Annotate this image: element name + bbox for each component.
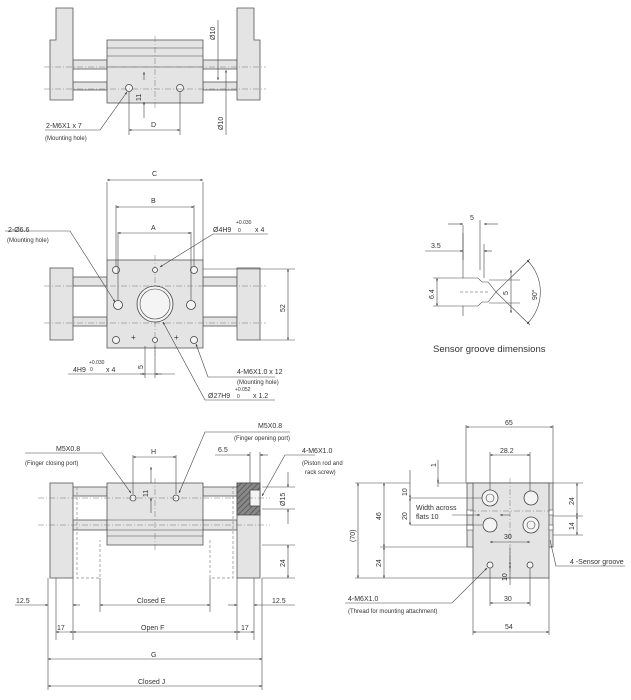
piston-screw <box>522 516 540 534</box>
dim-d15: Ø15 <box>280 493 287 506</box>
side-view: 65 28.2 1 10 20 Width across flats 10 46… <box>345 420 625 635</box>
dim-17-left: 17 <box>57 625 65 632</box>
dim-B: B <box>151 198 156 205</box>
dim-24-front: 24 <box>280 559 287 567</box>
dim-54: 54 <box>505 624 513 631</box>
bore-tol-low: 0 <box>237 394 240 400</box>
dim-1: 1 <box>431 463 438 467</box>
svg-text:+: + <box>131 333 136 342</box>
dim-28.2: 28.2 <box>500 448 514 455</box>
rod-hole <box>523 490 539 506</box>
extension-lines <box>47 578 263 690</box>
dim-C: C <box>152 171 157 178</box>
flats-label-1: Width across <box>416 505 457 512</box>
mounting-thread <box>486 561 494 569</box>
dim-10: 10 <box>402 488 409 496</box>
pin-bot-label: 4H9 <box>73 367 86 374</box>
screw-label: 4-M6X1.0 <box>302 448 332 455</box>
front-view: M5X0.8 (Finger closing port) M5X0.8 (Fin… <box>15 423 343 690</box>
dim-10-lower: 10 <box>502 573 509 581</box>
sensor-groove-label: 4 -Sensor groove <box>570 559 624 566</box>
pin-top-qty: x 4 <box>255 227 264 234</box>
left-finger <box>49 7 74 101</box>
bore-tol-up: +0.052 <box>235 387 251 393</box>
dim-D: D <box>151 122 156 129</box>
pin-bot-qty: x 4 <box>106 367 115 374</box>
dim-11-front: 11 <box>143 490 150 497</box>
groove-angle: 90° <box>531 289 539 300</box>
port-close-note: (Finger closing port) <box>25 461 78 467</box>
guide-rod <box>202 59 238 70</box>
mounting-hole <box>176 84 184 92</box>
port-close-label: M5X0.8 <box>56 446 80 453</box>
svg-text:+: + <box>174 333 179 342</box>
dim-12.5-left: 12.5 <box>16 598 30 605</box>
plan-view: ++ C B A 2-Ø6.6 (Mounting hole) Ø4H9 +0.… <box>5 171 295 401</box>
left-finger <box>49 482 74 579</box>
dim-46: 46 <box>376 512 383 520</box>
groove-dim-5-top: 5 <box>470 215 474 222</box>
groove-dim-3.5: 3.5 <box>431 243 441 250</box>
dim-14: 14 <box>569 522 576 530</box>
dim-d10-upper: Ø10 <box>210 27 217 40</box>
pin-top-label: Ø4H9 <box>213 227 231 234</box>
m6-note: (Mounting hole) <box>237 380 279 386</box>
dim-H: H <box>151 449 156 456</box>
groove-dim-6.4: 6.4 <box>429 289 436 299</box>
dim-24-right: 24 <box>569 497 576 505</box>
dim-17-right: 17 <box>241 625 249 632</box>
pin-top-tol-low: 0 <box>238 228 241 234</box>
dim-open-F: Open F <box>141 625 164 632</box>
thread-note: (Thread for mounting attachment) <box>348 609 437 615</box>
dim-20: 20 <box>402 512 409 520</box>
dim-70: (70) <box>350 530 357 542</box>
groove-dim-5-mid: 5 <box>503 291 510 295</box>
bore-label: Ø27H9 <box>208 393 230 400</box>
sensor-groove-detail: 5 3.5 6.4 5 90° Sensor groove dimensions <box>425 215 546 355</box>
left-finger <box>49 267 74 341</box>
pin-top-tol-up: +0.030 <box>236 220 252 226</box>
m6-label: 4-M6X1.0 x 12 <box>237 369 283 376</box>
dim-5: 5 <box>138 365 145 369</box>
thread-label: 4-M6X1.0 <box>348 596 378 603</box>
flats-label-2: flats 10 <box>416 514 439 521</box>
dim-A: A <box>151 225 156 232</box>
top-view: Ø10 Ø10 11 D 2-M6X1 x 7 (Mounting hole) <box>44 7 266 142</box>
dim-closed-J: Closed J <box>138 679 165 686</box>
right-finger <box>236 267 261 341</box>
dim-G: G <box>151 652 156 659</box>
dim-12.5-right: 12.5 <box>272 598 286 605</box>
piston-screw <box>481 489 499 507</box>
dim-52: 52 <box>280 304 287 312</box>
mounting-thread <box>526 561 534 569</box>
pin-bot-tol-low: 0 <box>90 367 93 373</box>
center-bore <box>136 285 174 323</box>
hole66-label: 2-Ø6.6 <box>8 227 30 234</box>
dim-d10-lower: Ø10 <box>218 117 225 130</box>
bore-depth: x 1.2 <box>253 393 268 400</box>
screw-note-2: rack screw) <box>305 470 336 476</box>
port-open-label: M5X0.8 <box>258 423 282 430</box>
right-finger <box>236 7 261 101</box>
screw-note-1: (Piston rod and <box>302 461 343 467</box>
port-open-note: (Finger opening port) <box>234 436 290 442</box>
hole-label: 2-M6X1 x 7 <box>46 123 82 130</box>
rod-hole <box>482 517 498 533</box>
dim-30-lower: 30 <box>504 596 512 603</box>
dim-30-upper: 30 <box>504 534 512 541</box>
mounting-hole <box>125 84 133 92</box>
dim-6.5: 6.5 <box>218 447 228 454</box>
hole66-note: (Mounting hole) <box>7 238 49 244</box>
dim-closed-E: Closed E <box>137 598 166 605</box>
guide-rod <box>72 59 108 70</box>
dim-65: 65 <box>505 420 513 427</box>
mounting-holes: ++ <box>112 266 198 344</box>
hole-note: (Mounting hole) <box>45 136 87 142</box>
dim-24-left: 24 <box>376 559 383 567</box>
dim-11: 11 <box>136 94 143 101</box>
groove-caption: Sensor groove dimensions <box>433 344 546 355</box>
pin-bot-tol-up: +0.030 <box>89 360 105 366</box>
